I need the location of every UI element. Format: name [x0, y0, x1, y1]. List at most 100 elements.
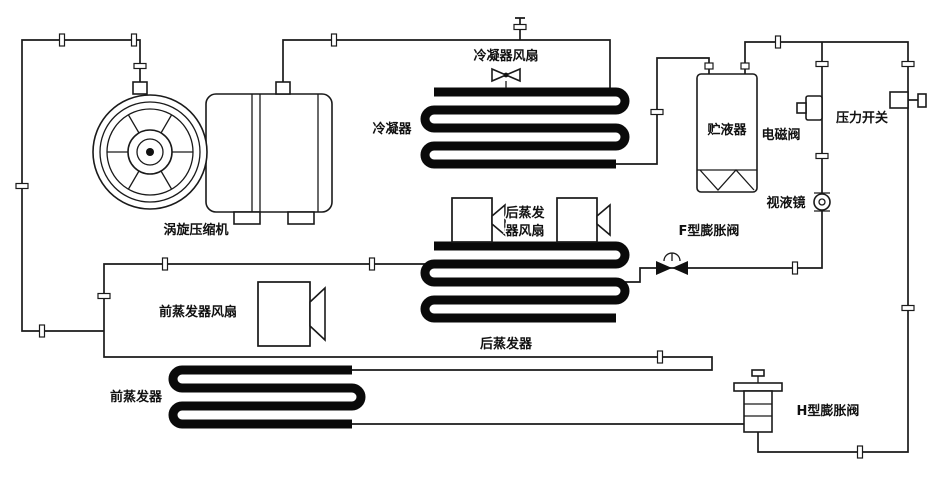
sight-glass-graphic — [813, 192, 831, 212]
pulley-ring — [99, 101, 201, 203]
f-valve-body — [656, 261, 672, 275]
rear-fan-grille — [451, 197, 493, 243]
h-valve-body-lines — [744, 403, 772, 417]
receiver-outlet-nub — [740, 62, 750, 70]
coil-tube — [434, 159, 616, 169]
label-solenoid-valve: 电磁阀 — [761, 127, 800, 143]
label-scroll-compressor: 涡旋压缩机 — [163, 222, 228, 238]
pipe-connector — [650, 108, 664, 116]
rear-fan-grille — [556, 197, 598, 243]
pulley-spokes — [107, 114, 193, 190]
receiver-cone-pattern — [697, 169, 757, 191]
suction-pipe-left — [21, 39, 141, 332]
solenoid-coil-knob — [796, 102, 807, 114]
pipe-connector — [513, 23, 527, 31]
pipe-connector — [330, 33, 338, 47]
front-evaporator-coil — [168, 365, 366, 429]
coil-loop — [168, 365, 183, 393]
scroll-compressor-graphic — [92, 81, 333, 225]
discharge-fitting — [275, 81, 291, 95]
coil-tube — [182, 365, 352, 375]
rear-evaporator-coil — [420, 241, 630, 323]
label-f-expansion-valve: F型膨胀阀 — [679, 223, 740, 239]
suction-fitting — [132, 81, 148, 95]
label-pressure-switch: 压力开关 — [836, 110, 888, 126]
label-front-evaporator: 前蒸发器 — [110, 389, 163, 405]
coil-loop — [420, 259, 435, 287]
pipe-connector — [791, 261, 799, 275]
rear-fan-horn-icon — [491, 203, 506, 237]
pressure-switch-body — [889, 91, 909, 109]
fan-blade-icon — [503, 67, 521, 83]
f-valve-dome — [663, 252, 681, 262]
coil-tube — [434, 295, 616, 305]
f-valve-body — [672, 261, 688, 275]
compressor-body — [205, 93, 333, 213]
coil-loop — [351, 383, 366, 411]
label-condenser-fan: 冷凝器风扇 — [473, 48, 538, 64]
pipe-connectors — [15, 23, 915, 459]
pipe-connector — [58, 33, 66, 47]
fan-hub — [503, 72, 509, 78]
coil-loop — [168, 401, 183, 429]
condenser-fan-graphic — [491, 67, 521, 88]
coil-loop — [615, 123, 630, 151]
pipe-connector — [901, 60, 915, 68]
discharge-pipe — [282, 39, 611, 92]
coil-tube — [434, 277, 616, 287]
label-sight-glass: 视液镜 — [766, 195, 805, 211]
pipe-connector — [133, 62, 147, 70]
solenoid-body — [805, 95, 823, 121]
label-h-expansion-valve: H型膨胀阀 — [797, 403, 860, 419]
receiver-inlet-nub — [704, 62, 714, 70]
rear-fan-horn-icon — [596, 203, 611, 237]
coil-tube — [434, 87, 616, 97]
pipe-connector — [97, 292, 111, 300]
pulley-hub — [146, 148, 154, 156]
coil-loop — [420, 141, 435, 169]
coil-tube — [434, 259, 616, 269]
coil-loop — [420, 295, 435, 323]
coil-loop — [420, 105, 435, 133]
coil-tube — [182, 419, 352, 429]
pipe-connector — [161, 257, 169, 271]
pipe-connector — [38, 324, 46, 338]
coil-tube — [434, 105, 616, 115]
front-fan-grille — [257, 281, 311, 347]
front-fan-horn-icon — [309, 286, 326, 342]
refrigerant-pipes — [21, 17, 920, 453]
label-rear-evap-fan-line1: 后蒸发 — [505, 205, 545, 221]
pipe-connector — [130, 33, 138, 47]
pipe-connector — [368, 257, 376, 271]
f-expansion-valve-graphic — [656, 252, 688, 275]
pipe-connector — [15, 182, 29, 190]
front-evaporator-fan-graphic — [257, 281, 326, 347]
coil-tube — [434, 313, 616, 323]
diagram-labels: 冷凝器风扇 冷凝器 贮液器 电磁阀 压力开关 视液镜 F型膨胀阀 涡旋压缩机 后… — [108, 47, 889, 421]
fan-blade-icon — [491, 67, 509, 83]
condenser-coil — [420, 87, 630, 169]
coil-tube — [434, 241, 616, 251]
pressure-switch-graphic — [889, 91, 927, 109]
receiver-drier-graphic — [696, 62, 758, 193]
liquid-pipe-right — [744, 41, 909, 453]
pipe-connector — [901, 304, 915, 312]
pipe-connector — [656, 350, 664, 364]
label-condenser: 冷凝器 — [372, 121, 412, 137]
label-rear-evaporator: 后蒸发器 — [480, 336, 533, 352]
label-rear-evap-fan-line2: 器风扇 — [504, 223, 544, 239]
clutch-ring — [136, 138, 164, 166]
compressor-foot — [287, 211, 315, 225]
h-valve-flange — [733, 382, 783, 392]
sight-glass-flanges — [814, 192, 830, 212]
solenoid-valve-graphic — [796, 95, 823, 121]
h-valve-body — [743, 390, 773, 433]
label-front-evaporator-fan: 前蒸发器风扇 — [159, 304, 237, 320]
compressor-foot — [233, 211, 261, 225]
suction-pipe-evaporators — [103, 263, 713, 371]
sight-glass-lens — [813, 193, 831, 211]
pipe-connector — [815, 152, 829, 160]
coil-loop — [615, 241, 630, 269]
coil-tube — [182, 401, 352, 411]
